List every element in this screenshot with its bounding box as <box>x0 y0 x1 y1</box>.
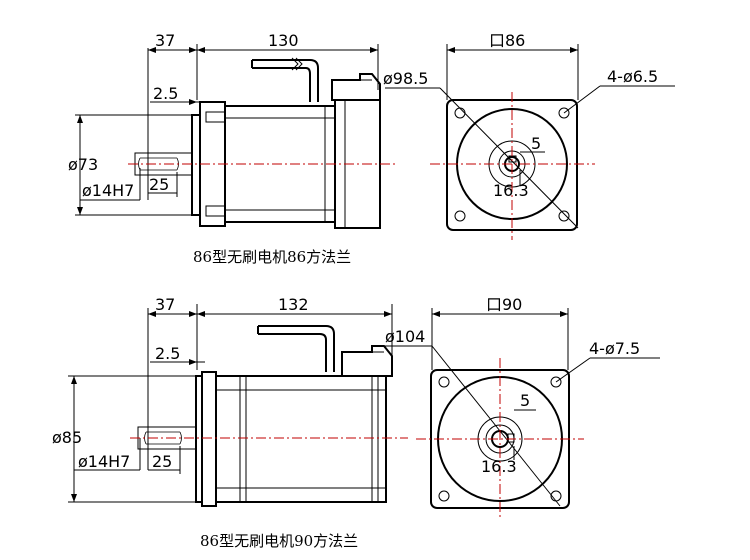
top-dim-shaft-length: 37 <box>155 31 175 50</box>
top-dim-step: 2.5 <box>153 84 178 103</box>
bottom-dim-bolt-circle: ø104 <box>385 327 425 346</box>
bottom-dim-shaft-diameter: ø14H7 <box>78 452 130 471</box>
bottom-dim-pilot-diameter: ø85 <box>52 428 82 447</box>
top-dim-pilot-diameter: ø73 <box>68 155 98 174</box>
top-side-view <box>75 44 395 229</box>
top-dim-key-width: 5 <box>531 134 541 153</box>
bottom-dim-key-length: 25 <box>152 452 172 471</box>
bottom-dim-square: 口90 <box>486 295 522 314</box>
top-dim-key-height: 16.3 <box>493 181 529 200</box>
bottom-caption: 86型无刷电机90方法兰 <box>200 532 358 550</box>
bottom-dim-key-height: 16.3 <box>481 457 517 476</box>
top-dim-square: 口86 <box>489 31 525 50</box>
bottom-dim-key-width: 5 <box>520 391 530 410</box>
top-caption: 86型无刷电机86方法兰 <box>193 248 351 266</box>
top-dim-holes: 4-ø6.5 <box>607 67 658 86</box>
bottom-dim-shaft-length: 37 <box>155 295 175 314</box>
bottom-dim-holes: 4-ø7.5 <box>589 339 640 358</box>
top-dim-shaft-diameter: ø14H7 <box>82 181 134 200</box>
top-dim-body-length: 130 <box>268 31 299 50</box>
bottom-dim-step: 2.5 <box>155 344 180 363</box>
top-dim-bolt-circle: ø98.5 <box>383 69 428 88</box>
bottom-dim-body-length: 132 <box>278 295 309 314</box>
top-dim-key-length: 25 <box>149 175 169 194</box>
bottom-side-view <box>68 304 408 507</box>
top-front-view <box>385 44 675 240</box>
bottom-front-view <box>384 308 660 520</box>
